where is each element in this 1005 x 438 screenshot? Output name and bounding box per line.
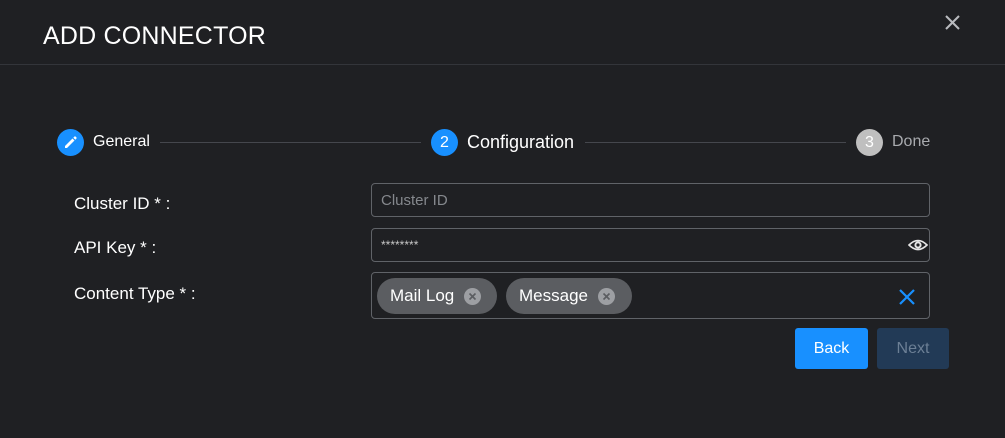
stepper: General 2 Configuration 3 Done bbox=[0, 126, 1005, 158]
chip-remove-icon[interactable] bbox=[464, 287, 482, 305]
back-button[interactable]: Back bbox=[795, 328, 868, 369]
content-type-select[interactable]: Mail Log Message bbox=[371, 272, 930, 319]
step-configuration-label: Configuration bbox=[467, 132, 575, 152]
step-configuration-circle: 2 bbox=[431, 129, 458, 156]
api-key-label: API Key * : bbox=[74, 238, 157, 257]
step-done-circle: 3 bbox=[856, 129, 883, 156]
cluster-id-label: Cluster ID * : bbox=[74, 194, 171, 213]
step-general-circle bbox=[57, 129, 84, 156]
dialog-title: ADD CONNECTOR bbox=[43, 22, 266, 50]
close-icon[interactable] bbox=[940, 10, 966, 36]
step-general-label: General bbox=[93, 133, 150, 150]
clear-icon[interactable] bbox=[897, 287, 917, 312]
step-divider bbox=[160, 142, 421, 143]
content-type-label: Content Type * : bbox=[74, 284, 196, 303]
chip-message: Message bbox=[506, 278, 632, 314]
eye-icon[interactable] bbox=[907, 236, 929, 259]
dialog-header: ADD CONNECTOR bbox=[0, 0, 1005, 65]
chip-label: Message bbox=[519, 286, 588, 305]
cluster-id-field-wrapper bbox=[371, 183, 930, 217]
step-done-label: Done bbox=[892, 133, 931, 150]
pencil-icon bbox=[63, 135, 78, 150]
api-key-input[interactable] bbox=[372, 229, 890, 261]
chip-label: Mail Log bbox=[390, 286, 455, 305]
chip-mail-log: Mail Log bbox=[377, 278, 497, 314]
step-divider bbox=[585, 142, 846, 143]
next-button[interactable]: Next bbox=[877, 328, 949, 369]
chip-remove-icon[interactable] bbox=[597, 287, 615, 305]
cluster-id-input[interactable] bbox=[372, 184, 890, 216]
api-key-field-wrapper bbox=[371, 228, 930, 262]
